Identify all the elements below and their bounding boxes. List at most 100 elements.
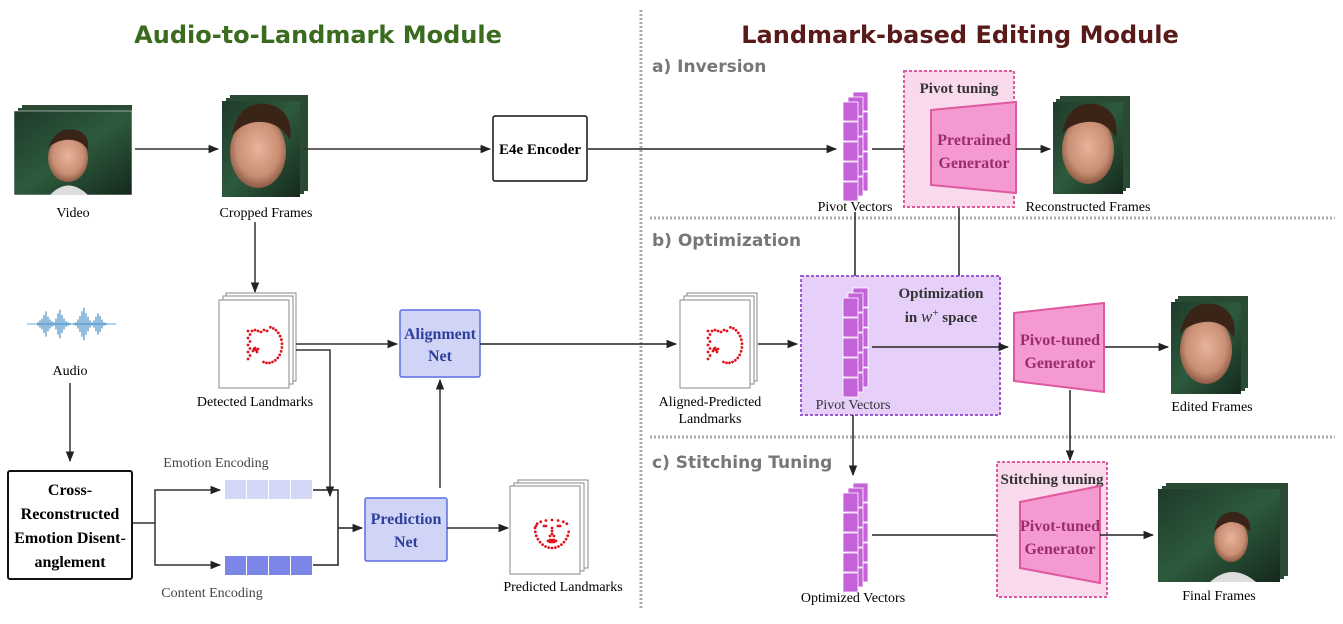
pivot-vectors-a-label: Pivot Vectors	[818, 200, 893, 215]
landmark-dot	[722, 360, 725, 364]
pivot-tuned-generator-shape	[1013, 301, 1105, 394]
landmark-dot	[731, 327, 735, 330]
landmark-dot	[278, 353, 282, 357]
landmark-dot	[276, 331, 280, 335]
landmark-dot	[259, 330, 263, 334]
landmark-dot	[738, 353, 742, 357]
landmark-dot	[548, 540, 552, 544]
landmark-dot	[271, 327, 275, 330]
landmark-dot	[539, 520, 543, 524]
vector-cell	[842, 357, 859, 378]
landmark-dot	[740, 346, 744, 349]
landmark-dot	[706, 329, 710, 333]
predicted-landmarks-label: Predicted Landmarks	[503, 580, 622, 595]
landmark-dot	[564, 537, 568, 541]
landmark-dot	[706, 336, 710, 340]
pivot-vectors-b-label: Pivot Vectors	[816, 398, 891, 413]
landmark-dot	[248, 340, 252, 343]
landmark-dot	[280, 338, 283, 342]
landmark-dot	[256, 347, 260, 351]
landmark-dot	[550, 538, 554, 542]
landmark-dot	[562, 540, 566, 544]
pivot-vectors-stack	[842, 287, 869, 398]
alignment-net-label: Alignment	[404, 326, 477, 343]
stitching-generator-label: Pivot-tuned	[1020, 518, 1100, 535]
vector-cell	[842, 181, 859, 202]
landmark-dot	[729, 325, 732, 329]
landmark-dot	[716, 329, 720, 333]
landmark-dot	[550, 518, 554, 522]
arrow-detected-to-prediction	[296, 349, 335, 498]
face-thumbnail	[1180, 316, 1232, 384]
landmark-dot	[706, 343, 710, 347]
landmark-dot	[548, 538, 552, 542]
landmark-dot	[544, 524, 548, 528]
landmark-dot	[740, 338, 743, 342]
landmark-dot	[553, 546, 557, 549]
landmark-dot	[248, 354, 252, 357]
landmark-dot	[725, 329, 729, 333]
landmark-dot	[548, 534, 552, 538]
landmark-dot	[273, 358, 277, 362]
encoding-cell	[225, 480, 246, 499]
landmark-dot	[280, 342, 284, 345]
edited-frames	[1171, 296, 1248, 394]
landmark-dot	[550, 540, 554, 544]
landmark-dot	[265, 329, 269, 333]
landmark-dot	[740, 342, 744, 345]
title-landmark-editing: Landmark-based Editing Module	[741, 21, 1178, 49]
landmark-dot	[722, 328, 726, 332]
prediction-net-label: Prediction	[371, 511, 442, 528]
vector-cell	[842, 552, 859, 573]
landmark-dot	[265, 361, 268, 365]
landmark-dot	[276, 356, 280, 360]
e4e-encoder-label: E4e Encoder	[499, 142, 581, 158]
landmark-dot	[544, 545, 547, 548]
landmark-dot	[536, 537, 540, 541]
landmark-dot	[708, 333, 712, 336]
landmark-dot	[708, 340, 712, 343]
landmark-dot	[534, 524, 538, 528]
landmark-dot	[710, 329, 714, 333]
stitching-generator-shape	[1019, 484, 1101, 585]
landmark-dot	[736, 331, 740, 335]
vector-cell	[842, 297, 859, 318]
aligned-predicted-label-2: Landmarks	[679, 412, 742, 427]
pretrained-generator-label-2: Generator	[938, 155, 1009, 172]
encoding-cell	[291, 480, 312, 499]
landmark-dot	[715, 350, 719, 354]
encoding-cell	[291, 556, 312, 575]
content-encoding-vector	[225, 556, 312, 575]
landmark-dot	[256, 329, 260, 333]
landmark-dot	[719, 330, 723, 334]
face-thumbnail	[1214, 518, 1248, 562]
section-optimization-label: b) Optimization	[652, 231, 801, 251]
pretrained-generator-label: Pretrained	[937, 132, 1011, 149]
section-stitching-label: c) Stitching Tuning	[652, 453, 832, 473]
landmark-dot	[542, 524, 546, 528]
landmark-dot	[538, 540, 542, 544]
landmark-dot	[533, 530, 537, 534]
encoding-merge-line	[313, 489, 339, 566]
reconstructed-frames-label: Reconstructed Frames	[1026, 200, 1151, 215]
landmark-dot	[251, 349, 255, 353]
landmark-dot	[278, 334, 282, 338]
pivot-vectors-stack	[842, 91, 869, 202]
detected-landmarks-label: Detected Landmarks	[197, 395, 313, 410]
predicted-landmarks-stack	[509, 479, 589, 575]
video-label: Video	[56, 206, 89, 221]
encoding-cell	[269, 480, 290, 499]
section-inversion-label: a) Inversion	[652, 57, 766, 77]
video-frames	[13, 105, 133, 196]
vector-cell	[842, 572, 859, 593]
cross-label-2: Reconstructed	[21, 506, 120, 523]
final-frames	[1158, 483, 1288, 582]
landmark-dot	[567, 530, 571, 534]
landmark-dot	[246, 329, 250, 333]
arrow-cross-to-emotion	[133, 485, 222, 524]
optimization-label: Optimization	[899, 286, 985, 302]
landmark-dot	[246, 350, 250, 354]
pivot-tuned-generator-label-2: Generator	[1024, 355, 1095, 372]
cross-reconstructed-box	[7, 470, 133, 580]
landmark-dot	[731, 360, 734, 364]
